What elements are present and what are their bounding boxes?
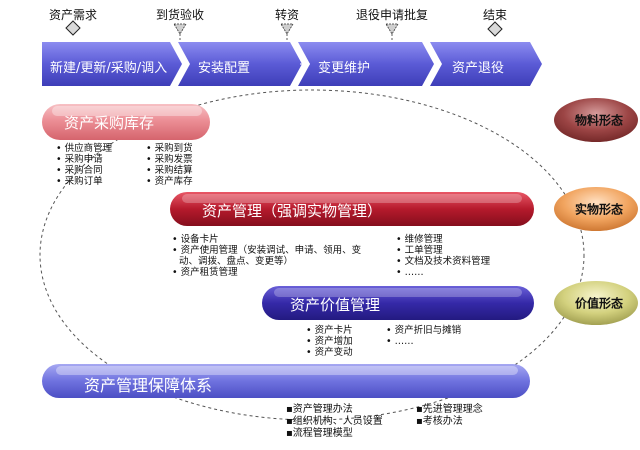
list-item: • 采购到货 bbox=[146, 143, 193, 154]
milestone-arrival-acceptance: 到货验收 bbox=[155, 8, 205, 22]
value-title: 资产价值管理 bbox=[290, 296, 381, 314]
list-item: • 资产卡片 bbox=[306, 325, 353, 336]
phase-chevron-1 bbox=[42, 42, 182, 86]
physical-title: 资产管理（强调实物管理） bbox=[202, 202, 383, 220]
milestone-end: 结束 bbox=[482, 8, 508, 22]
value-list-right: • 资产折旧与摊销 • …… bbox=[386, 325, 461, 347]
phase-label-new: 新建/更新/采购/调入 bbox=[50, 61, 168, 76]
list-item: • 资产变动 bbox=[306, 347, 353, 358]
list-item: ▪资产管理办法 bbox=[286, 404, 353, 415]
milestone-markers bbox=[65, 20, 503, 40]
value-list-left: • 资产卡片 • 资产增加 • 资产变动 bbox=[306, 325, 353, 358]
list-item: • 采购发票 bbox=[146, 154, 193, 165]
list-item: • 采购合同 bbox=[56, 165, 103, 176]
assurance-title: 资产管理保障体系 bbox=[84, 376, 213, 395]
list-item: • 文档及技术资料管理 bbox=[396, 256, 491, 267]
milestone-capitalization: 转资 bbox=[274, 8, 300, 22]
form-material-ellipse bbox=[554, 98, 638, 142]
list-item: • …… bbox=[386, 336, 414, 347]
phase-chevron-2 bbox=[178, 42, 302, 86]
triangle-icon bbox=[173, 23, 187, 40]
list-item: ▪先进管理理念 bbox=[416, 404, 483, 415]
assurance-list-right: ▪先进管理理念 ▪考核办法 bbox=[416, 404, 483, 428]
physical-bar bbox=[170, 192, 534, 226]
triangle-icon bbox=[280, 23, 294, 40]
milestone-asset-demand: 资产需求 bbox=[48, 8, 98, 22]
procurement-list-right: • 采购到货 • 采购发票 • 采购结算 • 资产库存 bbox=[146, 143, 193, 187]
list-item: • 资产库存 bbox=[146, 176, 193, 187]
diamond-icon bbox=[65, 20, 81, 36]
diamond-icon bbox=[487, 21, 503, 37]
list-item: • 资产折旧与摊销 bbox=[386, 325, 462, 336]
phase-chevron-4 bbox=[430, 42, 542, 86]
list-item: • 资产租赁管理 bbox=[172, 267, 238, 278]
value-bar bbox=[262, 286, 534, 320]
list-item: • 维修管理 bbox=[396, 234, 443, 245]
form-material-label: 物料形态 bbox=[574, 113, 624, 128]
list-item: • 工单管理 bbox=[396, 245, 443, 256]
list-item: 动、调拨、盘点、变更等） bbox=[179, 256, 294, 267]
list-item: ▪流程管理模型 bbox=[286, 428, 353, 439]
form-physical-ellipse bbox=[554, 187, 638, 231]
assurance-bar bbox=[42, 364, 530, 398]
list-item: ▪考核办法 bbox=[416, 416, 463, 427]
list-item: • 采购结算 bbox=[146, 165, 193, 176]
phase-label-change: 变更维护 bbox=[318, 61, 371, 76]
procurement-title: 资产采购库存 bbox=[64, 114, 155, 132]
assurance-list-left: ▪资产管理办法 ▪组织机构、人员设置 ▪流程管理模型 bbox=[286, 404, 383, 440]
list-item: • 采购申请 bbox=[56, 154, 103, 165]
physical-list-right: • 维修管理 • 工单管理 • 文档及技术资料管理 • …… bbox=[396, 234, 490, 278]
list-item: • 采购订单 bbox=[56, 176, 103, 187]
list-item: • 资产使用管理（安装调试、申请、领用、变 bbox=[172, 245, 362, 256]
list-item: • 供应商管理 bbox=[56, 143, 113, 154]
phase-label-retire: 资产退役 bbox=[452, 61, 505, 76]
phase-chevron-3 bbox=[298, 42, 434, 86]
list-item: • 资产增加 bbox=[306, 336, 353, 347]
form-physical-label: 实物形态 bbox=[574, 202, 624, 217]
list-item: ▪组织机构、人员设置 bbox=[286, 416, 383, 427]
triangle-icon bbox=[385, 23, 399, 40]
phase-chevrons bbox=[42, 42, 542, 86]
form-value-label: 价值形态 bbox=[574, 296, 624, 311]
list-item: • …… bbox=[396, 267, 424, 278]
form-value-ellipse bbox=[554, 281, 638, 325]
phase-label-install: 安装配置 bbox=[198, 61, 251, 76]
milestone-retirement-approval: 退役申请批复 bbox=[355, 8, 429, 22]
procurement-bar bbox=[42, 104, 210, 140]
list-item: • 设备卡片 bbox=[172, 234, 219, 245]
physical-list-left: • 设备卡片 • 资产使用管理（安装调试、申请、领用、变 动、调拨、盘点、变更等… bbox=[172, 234, 361, 278]
procurement-list-left: • 供应商管理 • 采购申请 • 采购合同 • 采购订单 bbox=[56, 143, 112, 187]
